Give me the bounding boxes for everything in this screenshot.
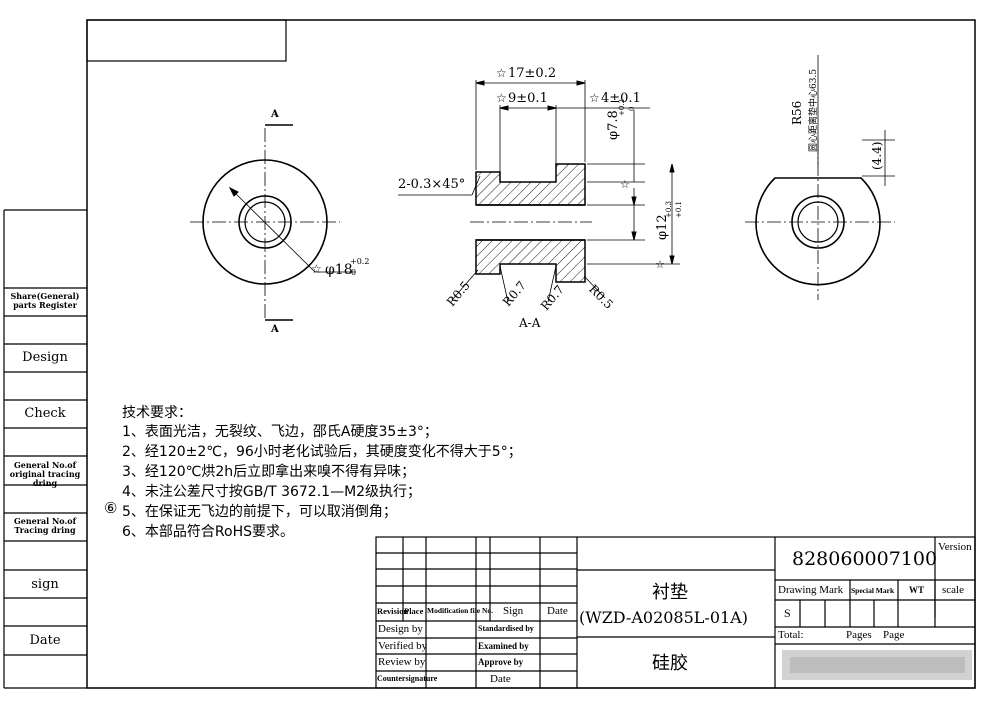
tb-place: Place bbox=[404, 606, 424, 616]
section-view bbox=[398, 80, 680, 303]
tb-countersignature: Countersignature bbox=[377, 674, 438, 683]
revision-mark-icon: ⑥ bbox=[104, 499, 118, 517]
tb-part-name: 衬垫 bbox=[652, 582, 688, 603]
right-outer-profile bbox=[755, 177, 881, 286]
tb-drawing-mark: Drawing Mark bbox=[778, 584, 844, 596]
side-design-label: Design bbox=[22, 350, 68, 365]
side-share-parts-label: Share(General) parts Register bbox=[10, 291, 80, 310]
tb-review-by: Review by bbox=[378, 656, 426, 668]
tb-page: Page bbox=[883, 629, 905, 641]
side-general-tracing-label: General No.of Tracing dring bbox=[13, 516, 77, 535]
section-mark-a-top: A bbox=[271, 109, 279, 120]
flange-width-dim: 4±0.1 bbox=[601, 91, 641, 106]
chamfer-dim: 2-0.3×45° bbox=[398, 177, 466, 192]
note-item-5: 5、在保证无飞边的前提下，可以取消倒角； bbox=[122, 504, 397, 520]
tb-special-mark: Special Mark bbox=[851, 586, 895, 595]
right-radius-label: R56 bbox=[790, 100, 804, 125]
groove-width-dim: 9±0.1 bbox=[508, 91, 548, 106]
groove-diameter-tol-upper: +0.2 bbox=[618, 99, 626, 116]
tb-scale: scale bbox=[942, 584, 964, 596]
tb-modification: Modification file No. bbox=[427, 606, 494, 615]
tb-wt: WT bbox=[909, 585, 925, 595]
front-diameter-tol-upper: +0.2 bbox=[350, 257, 370, 266]
tb-design-by: Design by bbox=[378, 623, 423, 635]
side-date-label: Date bbox=[29, 633, 61, 648]
note-item-2: 2、经120±2℃，96小时老化试验后，其硬度变化不得大于5°； bbox=[122, 444, 522, 460]
tb-material: 硅胶 bbox=[652, 653, 688, 674]
tb-part-number: 828060007100 bbox=[792, 548, 938, 570]
note-item-4: 4、未注公差尺寸按GB/T 3672.1—M2级执行； bbox=[122, 484, 422, 500]
star-marker-4: ☆ bbox=[589, 91, 600, 105]
front-diameter-dim: φ18 bbox=[325, 262, 353, 278]
groove-diameter-tol-lower: 0 bbox=[628, 106, 636, 111]
front-diameter-tol-lower: 0 bbox=[351, 268, 357, 277]
tb-approve-by: Approve by bbox=[478, 657, 524, 667]
tb-verified-by: Verified by bbox=[378, 640, 428, 652]
tb-examined-by: Examined by bbox=[478, 641, 529, 651]
section-mark-a-bottom: A bbox=[271, 324, 279, 335]
tb-sign: Sign bbox=[503, 605, 524, 617]
tb-standardised-by: Standardised by bbox=[478, 624, 534, 633]
length-dim: 17±0.2 bbox=[508, 66, 557, 81]
star-marker-6: ☆ bbox=[655, 258, 665, 271]
star-marker-1: ☆ bbox=[311, 262, 322, 276]
bore-diameter-dim: φ12 bbox=[655, 214, 670, 240]
right-dim-4-4: (4.4) bbox=[870, 141, 884, 170]
star-marker-3: ☆ bbox=[496, 91, 507, 105]
section-upper-wall bbox=[475, 163, 586, 206]
bore-diameter-tol-lower: +0.1 bbox=[675, 201, 683, 218]
tb-version: Version bbox=[938, 541, 972, 553]
note-item-3: 3、经120℃烘2h后立即拿出来嗅不得有异味； bbox=[122, 464, 416, 480]
section-lower-wall bbox=[475, 239, 586, 283]
tb-total: Total: bbox=[778, 629, 804, 641]
tb-date: Date bbox=[547, 605, 568, 617]
tb-revision: Revision bbox=[377, 606, 409, 616]
side-general-original-label: General No.of original tracing dring bbox=[9, 460, 81, 488]
star-marker-2: ☆ bbox=[496, 66, 507, 80]
front-view bbox=[190, 124, 355, 321]
section-view-title: A-A bbox=[519, 316, 541, 330]
side-check-label: Check bbox=[24, 406, 66, 421]
tb-stage-mark: S bbox=[784, 606, 791, 620]
left-side-panel bbox=[3, 209, 87, 689]
right-view bbox=[745, 55, 895, 300]
notes-heading: 技术要求： bbox=[122, 405, 192, 421]
note-item-6: 6、本部品符合RoHS要求。 bbox=[122, 524, 294, 540]
tb-part-code: (WZD-A02085L-01A) bbox=[579, 608, 748, 627]
tb-date2: Date bbox=[490, 673, 511, 685]
title-block-grid bbox=[375, 536, 976, 689]
bore-diameter-tol-upper: +0.3 bbox=[665, 201, 673, 218]
star-marker-5: ☆ bbox=[620, 178, 630, 191]
top-left-title-box bbox=[86, 19, 287, 62]
tb-pages: Pages bbox=[846, 629, 872, 641]
note-item-1: 1、表面光洁，无裂纹、飞边，邵氏A硬度35±3°； bbox=[122, 424, 438, 440]
side-sign-label: sign bbox=[31, 577, 59, 592]
right-center-note: 圆心距离垫中心63.5 bbox=[809, 68, 819, 152]
